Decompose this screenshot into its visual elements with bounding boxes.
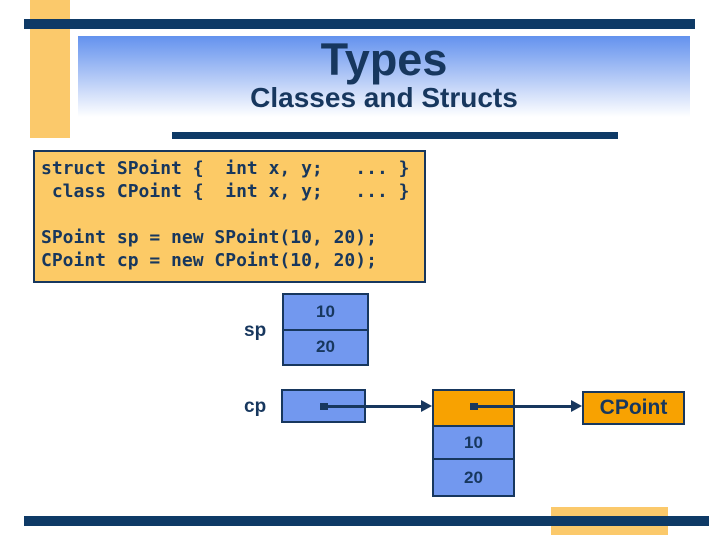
code-panel: struct SPoint { int x, y; ... } class CP… (33, 150, 426, 283)
code-line: SPoint sp = new SPoint(10, 20); (41, 227, 377, 248)
cp-variable-label: cp (244, 396, 267, 417)
code-line: struct SPoint { int x, y; ... } (41, 158, 410, 179)
sp-cell-x: 10 (284, 295, 367, 329)
code-line: class CPoint { int x, y; ... } (41, 181, 410, 202)
pointer-arrow-line (323, 405, 422, 408)
sp-value-box: 10 20 (282, 293, 369, 366)
object-type-dot-icon (470, 403, 478, 410)
top-rule-bar (24, 19, 695, 29)
cp-pointer-dot-icon (320, 403, 328, 410)
sp-cell-y: 20 (284, 328, 367, 364)
cpoint-cell-y: 20 (432, 458, 515, 497)
pointer-arrow-head-icon (421, 400, 432, 412)
cpoint-type-box: CPoint (582, 391, 685, 425)
code-line: CPoint cp = new CPoint(10, 20); (41, 250, 377, 271)
type-arrow-line (474, 405, 572, 408)
type-arrow-head-icon (571, 400, 582, 412)
page-subtitle: Classes and Structs (250, 82, 518, 113)
cpoint-cell-x: 10 (432, 425, 515, 460)
page-title: Types (320, 34, 448, 85)
bottom-rule-bar (24, 516, 709, 526)
sp-variable-label: sp (244, 320, 267, 341)
title-underline (172, 132, 618, 139)
title-banner: Types Classes and Structs (78, 36, 690, 124)
code-line (41, 203, 418, 226)
